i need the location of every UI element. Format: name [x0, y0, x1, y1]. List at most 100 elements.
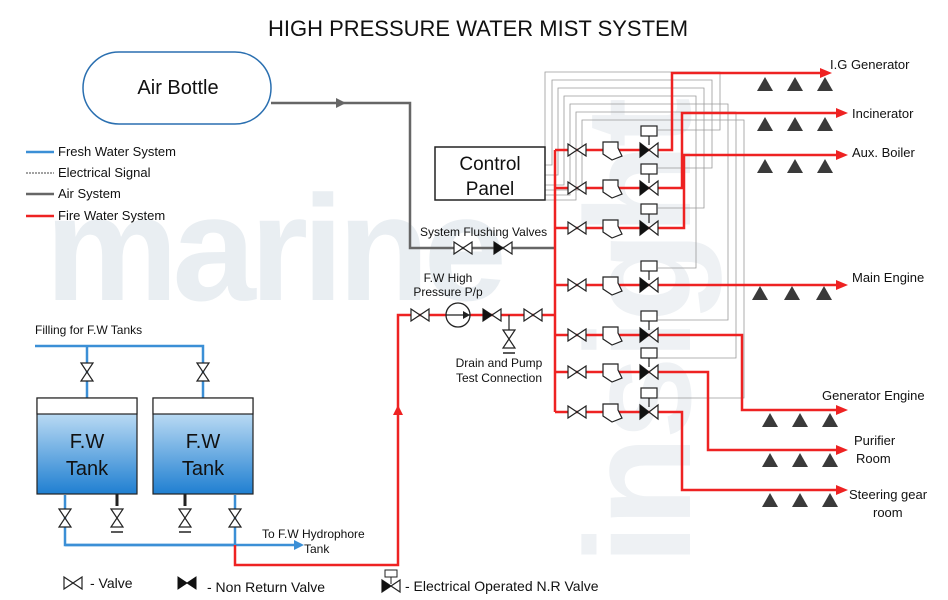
arrow-purifier-room	[836, 445, 848, 455]
branch-ig-generator	[567, 125, 659, 161]
drain-valve-1	[110, 494, 124, 533]
consumer-labels: I.G Generator Incinerator Aux. Boiler Ma…	[822, 57, 928, 520]
drain-label-1: Drain and Pump	[456, 356, 543, 370]
nozzle-ig-generator-1	[757, 77, 773, 91]
fw-tank-1: F.W Tank	[36, 397, 138, 495]
arrow-incinerator	[836, 108, 848, 118]
arrow-generator-engine	[836, 405, 848, 415]
air-flow-arrow	[336, 98, 346, 108]
nozzle-main-engine-1	[752, 286, 768, 300]
legend-fresh-water: Fresh Water System	[58, 144, 176, 159]
nozzle-ig-generator-2	[787, 77, 803, 91]
eo-actuator	[640, 203, 658, 215]
nozzle-aux-boiler-3	[817, 159, 833, 173]
drain-test-valve	[502, 315, 516, 354]
nozzle-purifier-room-1	[762, 453, 778, 467]
eo-actuator	[640, 260, 658, 272]
branch-purifier-room	[567, 347, 659, 383]
page-title: HIGH PRESSURE WATER MIST SYSTEM	[268, 16, 688, 41]
arrow-main-engine	[836, 280, 848, 290]
branch-steering-gear	[567, 387, 659, 423]
high-pressure-pump	[445, 302, 471, 328]
branch-aux-boiler	[567, 203, 659, 239]
consumer-incinerator: Incinerator	[852, 106, 914, 121]
key-nrv-label: - Non Return Valve	[207, 579, 325, 595]
hydrophore-label-2: Tank	[304, 542, 330, 556]
legend-air: Air System	[58, 186, 121, 201]
consumer-purifier-room-1: Purifier	[854, 433, 896, 448]
filling-label: Filling for F.W Tanks	[35, 323, 142, 337]
hydrophore-arrow	[294, 540, 304, 550]
outlet-valve-1	[58, 508, 72, 528]
control-panel-label-2: Panel	[466, 179, 515, 200]
nozzles	[752, 77, 838, 507]
fire-flow-arrow-main	[393, 405, 403, 415]
branch-valves	[567, 125, 659, 423]
legend: Fresh Water System Electrical Signal Air…	[26, 144, 176, 223]
nozzle-purifier-room-3	[822, 453, 838, 467]
nozzle-generator-engine-3	[822, 413, 838, 427]
consumer-steering-gear-2: room	[873, 505, 903, 520]
consumer-purifier-room-2: Room	[856, 451, 891, 466]
nozzle-main-engine-2	[784, 286, 800, 300]
branch-main-engine	[567, 260, 659, 296]
pump-label-2: Pressure P/p	[413, 285, 483, 299]
branch-incinerator	[567, 163, 659, 199]
nozzle-generator-engine-2	[792, 413, 808, 427]
pump-outlet-valve	[523, 308, 543, 322]
nozzle-incinerator-1	[757, 117, 773, 131]
branch-generator-engine	[567, 310, 659, 346]
nozzle-steering-gear-1	[762, 493, 778, 507]
fw-tank-2-label-2: Tank	[182, 458, 225, 480]
key-nrv-icon	[177, 576, 197, 590]
eo-actuator	[640, 310, 658, 322]
nozzle-ig-generator-3	[817, 77, 833, 91]
flushing-label: System Flushing Valves	[420, 225, 547, 239]
fill-valve-1	[80, 362, 94, 382]
consumer-ig-generator: I.G Generator	[830, 57, 910, 72]
eo-actuator	[640, 387, 658, 399]
legend-electrical: Electrical Signal	[58, 165, 151, 180]
arrow-aux-boiler	[836, 150, 848, 160]
drain-label-2: Test Connection	[456, 371, 542, 385]
consumer-aux-boiler: Aux. Boiler	[852, 145, 916, 160]
fw-tank-2-label-1: F.W	[186, 431, 221, 453]
fw-tank-2: F.W Tank	[152, 397, 254, 495]
nozzle-purifier-room-2	[792, 453, 808, 467]
pump-label-1: F.W High	[424, 271, 473, 285]
eo-actuator	[640, 347, 658, 359]
fw-tank-1-label-2: Tank	[66, 458, 109, 480]
outlet-valve-2	[228, 508, 242, 528]
key-eonrv-label: - Electrical Operated N.R Valve	[405, 578, 599, 594]
nozzle-main-engine-3	[816, 286, 832, 300]
drain-valve-2	[178, 494, 192, 533]
hydrophore-label-1: To F.W Hydrophore	[262, 527, 365, 541]
nozzle-incinerator-3	[817, 117, 833, 131]
fill-valve-2	[196, 362, 210, 382]
arrow-steering-gear	[836, 485, 848, 495]
consumer-main-engine: Main Engine	[852, 270, 924, 285]
symbol-key: - Valve - Non Return Valve - Electrical …	[63, 569, 599, 595]
key-valve-icon	[63, 576, 83, 590]
consumer-generator-engine: Generator Engine	[822, 388, 925, 403]
legend-fire-water: Fire Water System	[58, 208, 165, 223]
air-bottle-label: Air Bottle	[137, 77, 218, 99]
nozzle-incinerator-2	[787, 117, 803, 131]
nozzle-steering-gear-3	[822, 493, 838, 507]
arrow-ig-generator	[820, 68, 832, 78]
key-valve-label: - Valve	[90, 575, 133, 591]
eo-actuator	[640, 163, 658, 175]
eo-actuator	[640, 125, 658, 137]
nozzle-generator-engine-1	[762, 413, 778, 427]
fw-tank-1-label-1: F.W	[70, 431, 105, 453]
control-panel	[434, 146, 546, 201]
nozzle-aux-boiler-1	[757, 159, 773, 173]
nozzle-steering-gear-2	[792, 493, 808, 507]
flushing-nrv	[493, 241, 513, 255]
key-eonrv-icon	[381, 569, 401, 594]
control-panel-label-1: Control	[459, 154, 520, 175]
nozzle-aux-boiler-2	[787, 159, 803, 173]
air-bottle	[82, 51, 272, 125]
consumer-steering-gear-1: Steering gear	[849, 487, 928, 502]
